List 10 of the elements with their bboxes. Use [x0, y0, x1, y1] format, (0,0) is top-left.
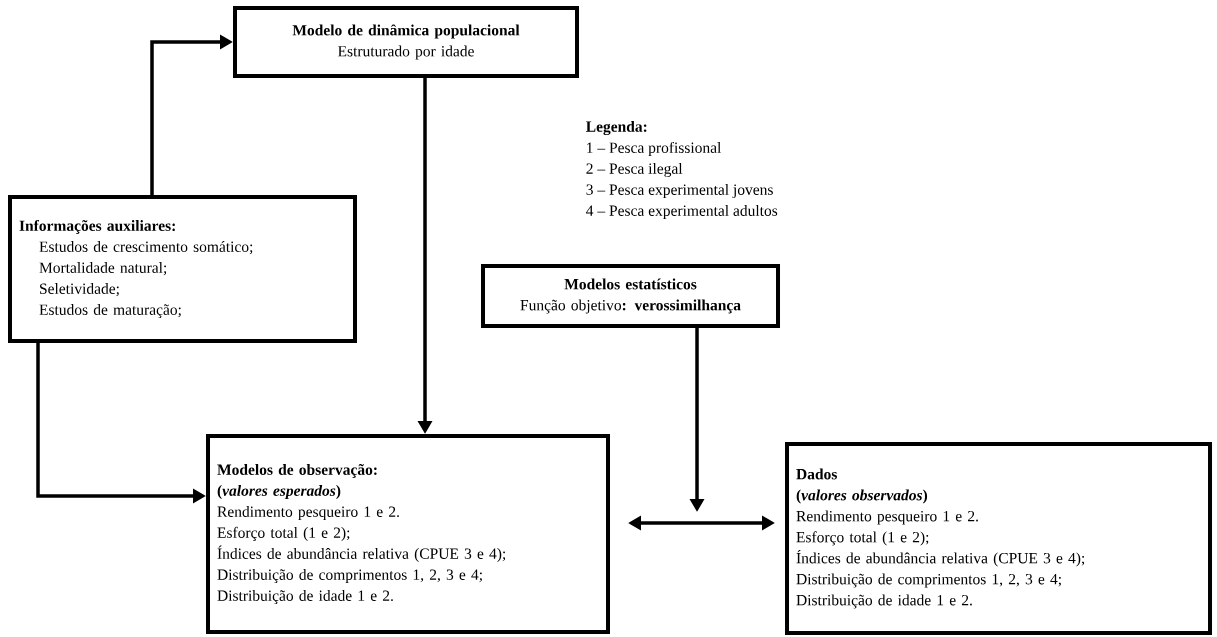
- text-box: Informações auxiliares: Estudos de crescimento somático; Mortalidade natural; Seletividade; Estudos de maturação;: [8, 195, 357, 343]
- text-box: Modelos estatísticos Função objetivo: verossimilhança: [481, 264, 780, 328]
- legend-entry: 1 – Pesca profissional: [587, 141, 722, 157]
- text-box: Modelos de observação: (valores esperados) Rendimento pesqueiro 1 e 2. Esforço total (1 e 2); Índices de abundância relativa (CPUE 3 e 4); Distribuição de comprimentos 1, 2, 3 e 4; Distribuição de idade 1 e 2.: [206, 434, 610, 634]
- text-box: Modelo de dinâmica populacional Estruturado por idade: [233, 6, 579, 78]
- text-box: Dados (valores observados) Rendimento pesqueiro 1 e 2. Esforço total (1 e 2); Índices de abundância relativa (CPUE 3 e 4); Distribuição de comprimentos 1, 2, 3 e 4; Distribuição de idade 1 e 2.: [785, 442, 1212, 635]
- legend-entry: 2 – Pesca ilegal: [586, 162, 683, 178]
- legend-title: Legenda:: [586, 120, 647, 136]
- legend-entry: 3 – Pesca experimental jovens: [586, 183, 773, 198]
- legend-entry: 4 – Pesca experimental adultos: [586, 204, 778, 219]
